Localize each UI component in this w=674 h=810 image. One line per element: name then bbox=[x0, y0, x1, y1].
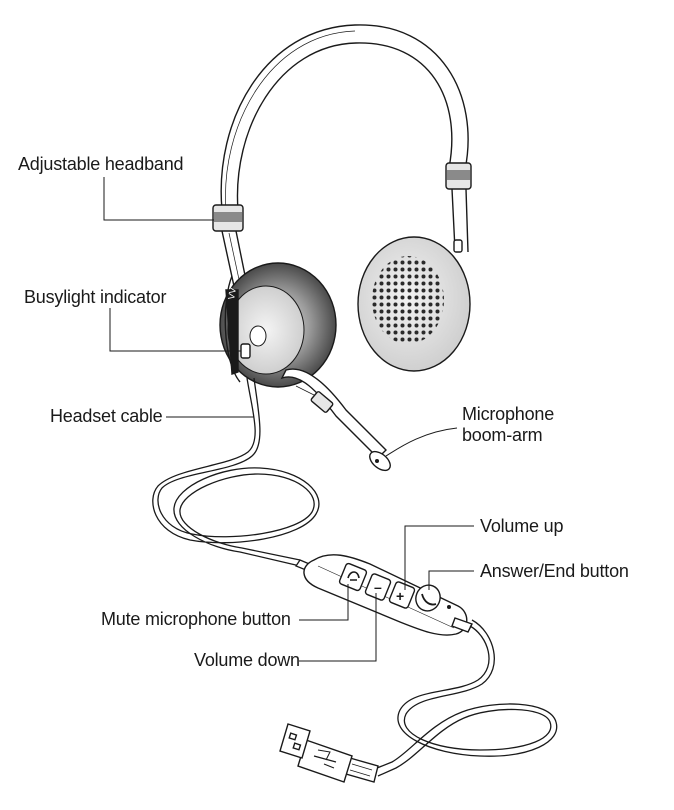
usb-cable bbox=[371, 619, 558, 777]
headset-cable bbox=[152, 377, 320, 573]
leader-microphone bbox=[385, 427, 458, 457]
leader-busylight bbox=[109, 308, 241, 352]
label-volume-up: Volume up bbox=[480, 516, 564, 536]
label-microphone-boom-arm: Microphone boom-arm bbox=[462, 404, 554, 446]
label-microphone-line1: Microphone bbox=[462, 404, 555, 424]
label-answer-end-button: Answer/End button bbox=[480, 561, 629, 581]
volume-up-button[interactable]: + bbox=[388, 581, 416, 609]
answer-end-button[interactable] bbox=[412, 581, 444, 614]
inline-control: – + bbox=[303, 554, 473, 636]
leader-mute bbox=[299, 584, 349, 621]
svg-text:+: + bbox=[396, 588, 404, 604]
label-volume-down: Volume down bbox=[194, 650, 300, 670]
label-busylight-indicator: Busylight indicator bbox=[24, 287, 167, 307]
left-ear-cup: VV bbox=[219, 262, 337, 388]
leader-lines bbox=[103, 177, 474, 662]
svg-text:–: – bbox=[374, 579, 382, 595]
microphone-boom-arm bbox=[280, 368, 391, 472]
label-headset-cable: Headset cable bbox=[50, 406, 163, 426]
svg-text:VV: VV bbox=[226, 287, 238, 301]
label-adjustable-headband: Adjustable headband bbox=[18, 154, 184, 174]
leader-volume-down bbox=[299, 593, 377, 662]
headband bbox=[220, 24, 469, 211]
leader-volume-up bbox=[404, 525, 474, 590]
leader-adjustable-headband bbox=[103, 177, 214, 221]
label-mute-microphone-button: Mute microphone button bbox=[101, 609, 291, 629]
busylight-led bbox=[240, 343, 251, 359]
label-microphone-line2: boom-arm bbox=[462, 425, 543, 445]
right-ear-pad bbox=[357, 236, 471, 372]
mute-button[interactable] bbox=[338, 562, 368, 592]
right-headband-slider bbox=[445, 162, 472, 253]
volume-down-button[interactable]: – bbox=[364, 573, 392, 601]
usb-connector bbox=[279, 723, 379, 783]
leader-answer-end bbox=[428, 570, 474, 590]
